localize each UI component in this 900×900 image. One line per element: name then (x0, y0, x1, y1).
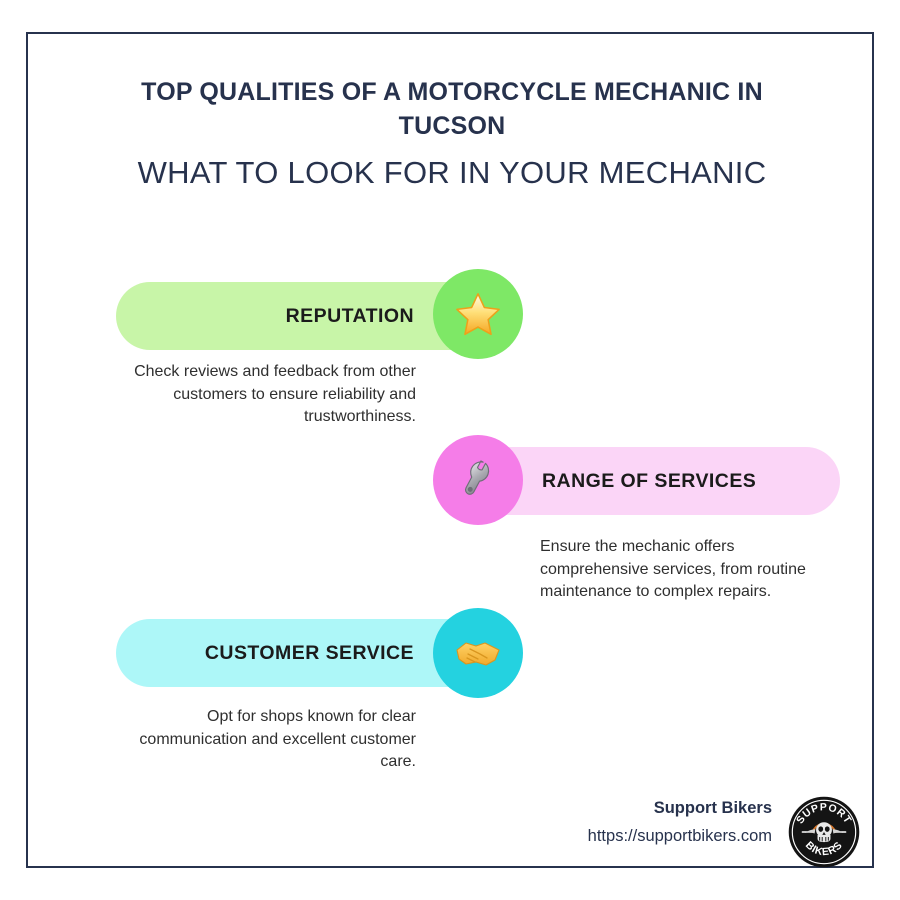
infographic-frame: TOP QUALITIES OF A MOTORCYCLE MECHANIC I… (26, 32, 874, 868)
brand-name: Support Bikers (653, 799, 772, 817)
footer: Support Bikers https://supportbikers.com… (508, 796, 860, 872)
wrench-icon (433, 435, 523, 525)
handshake-icon (433, 608, 523, 698)
support-bikers-logo: SUPPORT BIKERS (788, 796, 860, 868)
feature-label: RANGE OF SERVICES (542, 469, 757, 492)
svg-text:BIKERS: BIKERS (803, 840, 845, 858)
footer-text-block: Support Bikers https://supportbikers.com (588, 796, 772, 849)
feature-label: CUSTOMER SERVICE (204, 641, 414, 664)
logo-bottom-text: BIKERS (803, 840, 845, 858)
feature-description: Check reviews and feedback from other cu… (134, 363, 416, 426)
page-title: TOP QUALITIES OF A MOTORCYCLE MECHANIC I… (141, 78, 763, 140)
feature-description: Ensure the mechanic offers comprehensive… (540, 538, 806, 601)
page-subtitle: WHAT TO LOOK FOR IN YOUR MECHANIC (137, 154, 767, 190)
star-icon (433, 269, 523, 359)
feature-label: REPUTATION (285, 304, 414, 327)
feature-description: Opt for shops known for clear communicat… (139, 708, 416, 771)
brand-url[interactable]: https://supportbikers.com (587, 826, 772, 845)
heading-block: TOP QUALITIES OF A MOTORCYCLE MECHANIC I… (88, 76, 816, 191)
